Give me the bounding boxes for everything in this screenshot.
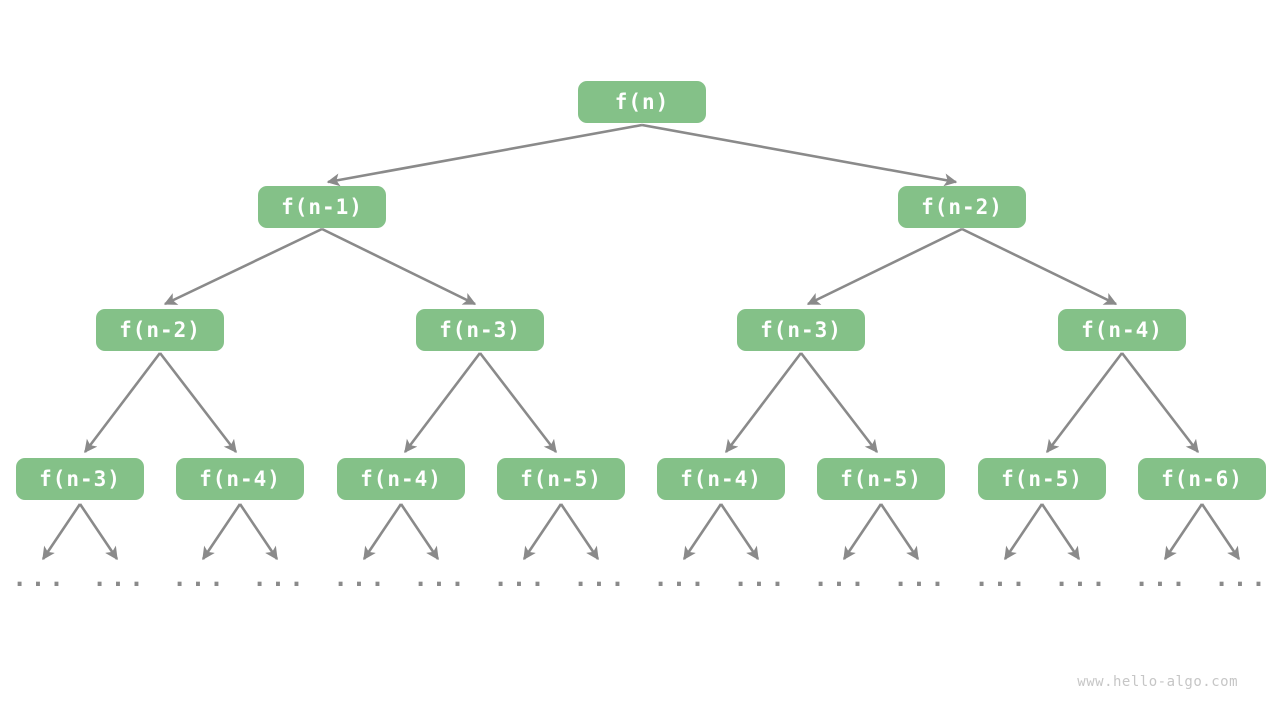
tree-node: f(n-6): [1138, 458, 1266, 500]
edge-arrow: [719, 503, 760, 561]
edge-arrow: [41, 503, 82, 561]
ellipsis-label: ...: [333, 564, 389, 592]
edge-arrow: [682, 503, 723, 561]
ellipsis-label: ...: [1054, 564, 1110, 592]
edge-arrow: [961, 227, 1118, 306]
edge-arrow: [724, 352, 803, 454]
ellipsis-label: ...: [92, 564, 148, 592]
edge-arrow: [641, 123, 958, 187]
tree-node: f(n-1): [258, 186, 386, 228]
edge-arrow: [478, 352, 558, 454]
edge-arrow: [799, 352, 879, 454]
edge-arrow: [83, 352, 162, 454]
tree-node: f(n-3): [737, 309, 865, 351]
tree-node: f(n-2): [96, 309, 224, 351]
edge-arrow: [806, 227, 963, 306]
edge-arrow: [403, 352, 482, 454]
tree-node-root: f(n): [578, 81, 706, 123]
edge-arrow: [78, 503, 119, 561]
ellipsis-label: ...: [813, 564, 869, 592]
tree-node: f(n-5): [817, 458, 945, 500]
edge-arrow: [522, 503, 563, 561]
tree-node: f(n-4): [176, 458, 304, 500]
edge-arrow: [842, 503, 883, 561]
edge-arrow: [399, 503, 440, 561]
edge-arrow: [1003, 503, 1044, 561]
ellipsis-label: ...: [1214, 564, 1270, 592]
ellipsis-label: ...: [12, 564, 68, 592]
edge-arrow: [1200, 503, 1241, 561]
edge-arrow: [321, 227, 477, 306]
edge-arrow: [158, 352, 238, 454]
tree-node: f(n-5): [978, 458, 1106, 500]
ellipsis-label: ...: [733, 564, 789, 592]
edge-arrow: [362, 503, 403, 561]
edge-arrow: [1040, 503, 1081, 561]
ellipsis-label: ...: [893, 564, 949, 592]
edge-arrow: [1045, 352, 1124, 454]
edge-arrow: [1163, 503, 1204, 561]
ellipsis-label: ...: [573, 564, 629, 592]
edge-arrow: [1120, 352, 1200, 454]
ellipsis-label: ...: [1134, 564, 1190, 592]
edge-arrow: [879, 503, 920, 561]
ellipsis-label: ...: [413, 564, 469, 592]
edge-arrow: [163, 227, 323, 306]
tree-node: f(n-5): [497, 458, 625, 500]
ellipsis-label: ...: [172, 564, 228, 592]
watermark-text: www.hello-algo.com: [1077, 674, 1238, 690]
ellipsis-label: ...: [252, 564, 308, 592]
tree-node: f(n-4): [1058, 309, 1186, 351]
tree-node: f(n-4): [657, 458, 785, 500]
ellipsis-label: ...: [974, 564, 1030, 592]
tree-node: f(n-4): [337, 458, 465, 500]
ellipsis-label: ...: [493, 564, 549, 592]
ellipsis-label: ...: [653, 564, 709, 592]
tree-node: f(n-3): [416, 309, 544, 351]
tree-node: f(n-2): [898, 186, 1026, 228]
edge-arrow: [326, 123, 643, 187]
edge-arrow: [559, 503, 600, 561]
edge-arrow: [201, 503, 242, 561]
tree-node: f(n-3): [16, 458, 144, 500]
edge-arrow: [238, 503, 279, 561]
